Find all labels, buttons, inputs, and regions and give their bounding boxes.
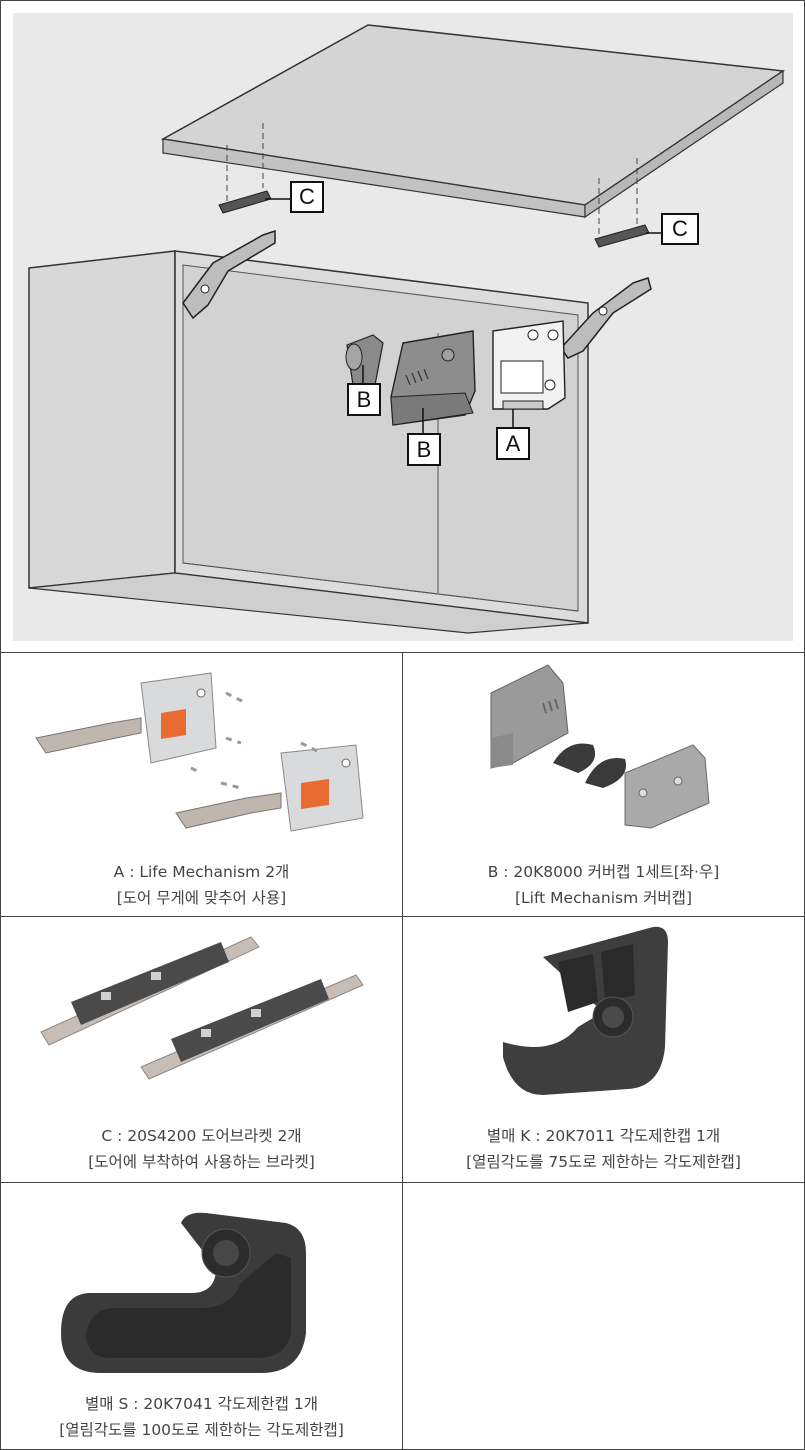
part-s-note: [열림각도를 100도로 제한하는 각도제한캡]	[59, 1421, 344, 1439]
part-c-name: C : 20S4200 도어브라켓 2개	[101, 1127, 302, 1145]
door-bracket-image	[40, 936, 364, 1080]
part-k-note: [열림각도를 75도로 제한하는 각도제한캡]	[466, 1153, 741, 1171]
part-caption-k: 별매 K : 20K7011 각도제한캡 1개 [열림각도를 75도로 제한하는…	[403, 1123, 804, 1175]
part-b-name: B : 20K8000 커버캡 1세트[좌·우]	[487, 863, 720, 881]
part-k-name: 별매 K : 20K7011 각도제한캡 1개	[486, 1127, 721, 1145]
part-cell-b: B : 20K8000 커버캡 1세트[좌·우] [Lift Mechanism…	[402, 652, 805, 917]
part-cell-a: A : Life Mechanism 2개 [도어 무게에 맞추어 사용]	[0, 652, 403, 917]
part-caption-c: C : 20S4200 도어브라켓 2개 [도어에 부착하여 사용하는 브라켓]	[1, 1123, 402, 1175]
callout-c-right: C	[661, 213, 699, 245]
cabinet-illustration	[28, 24, 786, 634]
part-a-note: [도어 무게에 맞추어 사용]	[116, 889, 287, 907]
angle-cap-100-image	[61, 1212, 306, 1373]
part-cell-k: 별매 K : 20K7011 각도제한캡 1개 [열림각도를 75도로 제한하는…	[402, 916, 805, 1183]
part-caption-a: A : Life Mechanism 2개 [도어 무게에 맞추어 사용]	[1, 859, 402, 911]
part-cell-s: 별매 S : 20K7041 각도제한캡 1개 [열림각도를 100도로 제한하…	[0, 1182, 403, 1450]
callout-b-cap: B	[347, 383, 381, 416]
part-c-note: [도어에 부착하여 사용하는 브라켓]	[88, 1153, 315, 1171]
assembly-diagram: C C B B A	[0, 0, 805, 653]
part-a-name: A : Life Mechanism 2개	[113, 863, 290, 881]
lift-mechanism-image	[35, 672, 364, 832]
part-caption-b: B : 20K8000 커버캡 1세트[좌·우] [Lift Mechanism…	[403, 859, 804, 911]
part-cell-c: C : 20S4200 도어브라켓 2개 [도어에 부착하여 사용하는 브라켓]	[0, 916, 403, 1183]
empty-cell	[402, 1182, 805, 1450]
part-caption-s: 별매 S : 20K7041 각도제한캡 1개 [열림각도를 100도로 제한하…	[1, 1391, 402, 1443]
callout-a-mechanism: A	[496, 427, 530, 460]
angle-cap-75-image	[503, 926, 668, 1095]
callout-leaders	[265, 198, 661, 433]
callout-c-left: C	[290, 181, 324, 213]
cover-cap-image	[490, 664, 710, 829]
part-s-name: 별매 S : 20K7041 각도제한캡 1개	[85, 1395, 318, 1413]
assembly-diagram-canvas: C C B B A	[13, 13, 793, 641]
parts-grid: A : Life Mechanism 2개 [도어 무게에 맞추어 사용] B …	[0, 652, 805, 1450]
callout-b-cover: B	[407, 433, 441, 466]
part-b-note: [Lift Mechanism 커버캡]	[515, 889, 692, 907]
